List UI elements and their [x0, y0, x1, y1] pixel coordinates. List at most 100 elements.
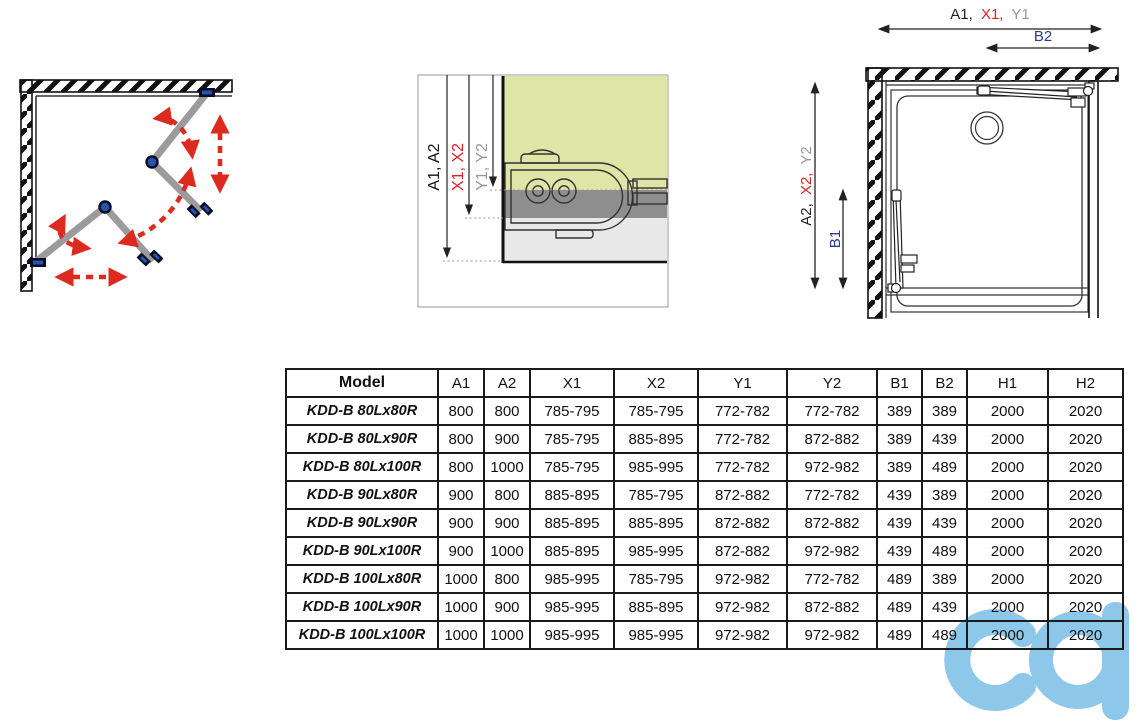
dim-label-b1: B1	[827, 230, 844, 248]
left-wall-hatched	[867, 67, 883, 319]
value-cell: 772-782	[786, 564, 878, 594]
value-cell: 872-882	[786, 508, 878, 538]
dim-label-width: A1, X1, Y1	[950, 6, 1029, 23]
value-cell: 389	[921, 564, 968, 594]
value-cell: 389	[876, 396, 923, 426]
value-cell: 2000	[966, 396, 1049, 426]
drain-inner-circle	[974, 115, 1000, 141]
width-label-a1: A1,	[950, 6, 973, 23]
value-cell: 972-982	[786, 536, 878, 566]
model-cell: KDD-B 100Lx100R	[285, 620, 439, 650]
value-cell: 439	[876, 480, 923, 510]
model-cell: KDD-B 90Lx100R	[285, 536, 439, 566]
value-cell: 872-882	[697, 480, 788, 510]
value-cell: 2000	[966, 424, 1049, 454]
width-label-x1: X1,	[981, 6, 1004, 23]
left-wall-hatched	[20, 79, 33, 292]
upper-door-wall-bracket-inner	[202, 90, 212, 95]
top-wall-hatched	[19, 79, 233, 93]
value-cell: 2020	[1047, 564, 1124, 594]
bottom-rail	[886, 287, 1088, 296]
value-cell: 900	[437, 480, 485, 510]
header-x1: X1	[529, 368, 615, 398]
value-cell: 785-795	[529, 424, 615, 454]
value-cell: 800	[483, 396, 531, 426]
value-cell: 972-982	[697, 620, 788, 650]
table-header-row: Model A1 A2 X1 X2 Y1 Y2 B1 B2 H1 H2	[285, 368, 1124, 398]
value-cell: 389	[921, 480, 968, 510]
value-cell: 885-895	[529, 480, 615, 510]
header-h1: H1	[966, 368, 1049, 398]
value-cell: 985-995	[529, 564, 615, 594]
value-cell: 439	[876, 508, 923, 538]
value-cell: 389	[921, 396, 968, 426]
value-cell: 2020	[1047, 620, 1124, 650]
value-cell: 2000	[966, 508, 1049, 538]
dim-label-b2: B2	[1034, 28, 1052, 45]
hinge-bracket-detail	[504, 149, 668, 239]
value-cell: 900	[437, 508, 485, 538]
value-cell: 439	[921, 424, 968, 454]
model-cell: KDD-B 100Lx90R	[285, 592, 439, 622]
value-cell: 489	[921, 452, 968, 482]
value-cell: 785-795	[529, 452, 615, 482]
value-cell: 489	[921, 536, 968, 566]
value-cell: 800	[483, 564, 531, 594]
dim-label-a1a2: A1, A2	[426, 143, 443, 190]
value-cell: 885-895	[529, 536, 615, 566]
dim-label-x1x2: X1, X2	[450, 143, 467, 191]
lower-door-hinge	[98, 200, 112, 214]
value-cell: 1000	[483, 620, 531, 650]
value-cell: 800	[483, 480, 531, 510]
value-cell: 2020	[1047, 536, 1124, 566]
upper-door-hinge	[145, 155, 159, 169]
value-cell: 439	[876, 536, 923, 566]
tray-band-light	[503, 218, 667, 261]
lower-door-swing-arrow	[48, 213, 92, 256]
value-cell: 1000	[437, 592, 485, 622]
value-cell: 872-882	[697, 536, 788, 566]
value-cell: 389	[876, 452, 923, 482]
lower-bifold-door	[31, 202, 156, 266]
header-a2: A2	[483, 368, 531, 398]
value-cell: 2000	[966, 564, 1049, 594]
value-cell: 785-795	[529, 396, 615, 426]
upper-door-swing-arrow	[152, 106, 200, 160]
value-cell: 2000	[966, 480, 1049, 510]
value-cell: 2020	[1047, 508, 1124, 538]
value-cell: 900	[437, 536, 485, 566]
section-detail-diagram: A1, A2 X1, X2 Y1, Y2	[417, 74, 669, 308]
value-cell: 885-895	[529, 508, 615, 538]
wall-face-lines	[885, 81, 1088, 318]
value-cell: 785-795	[613, 564, 699, 594]
value-cell: 2000	[966, 452, 1049, 482]
depth-label-a2: A2,	[798, 203, 815, 226]
drain-outer-circle	[970, 111, 1004, 145]
header-y1: Y1	[697, 368, 788, 398]
value-cell: 1000	[437, 620, 485, 650]
top-wall-hatched	[865, 67, 1119, 82]
depth-label-x2: X2,	[798, 173, 815, 196]
depth-label-y2: Y2	[798, 146, 815, 164]
value-cell: 1000	[483, 452, 531, 482]
value-cell: 885-895	[613, 424, 699, 454]
fold-path-arrow	[117, 166, 197, 248]
value-cell: 489	[921, 620, 968, 650]
value-cell: 985-995	[613, 620, 699, 650]
value-cell: 872-882	[786, 424, 878, 454]
value-cell: 772-782	[697, 452, 788, 482]
value-cell: 2020	[1047, 480, 1124, 510]
glass-panel-green	[503, 76, 667, 190]
dim-label-y1y2: Y1, Y2	[474, 143, 491, 191]
value-cell: 872-882	[786, 592, 878, 622]
value-cell: 1000	[483, 536, 531, 566]
value-cell: 2020	[1047, 452, 1124, 482]
value-cell: 439	[921, 508, 968, 538]
